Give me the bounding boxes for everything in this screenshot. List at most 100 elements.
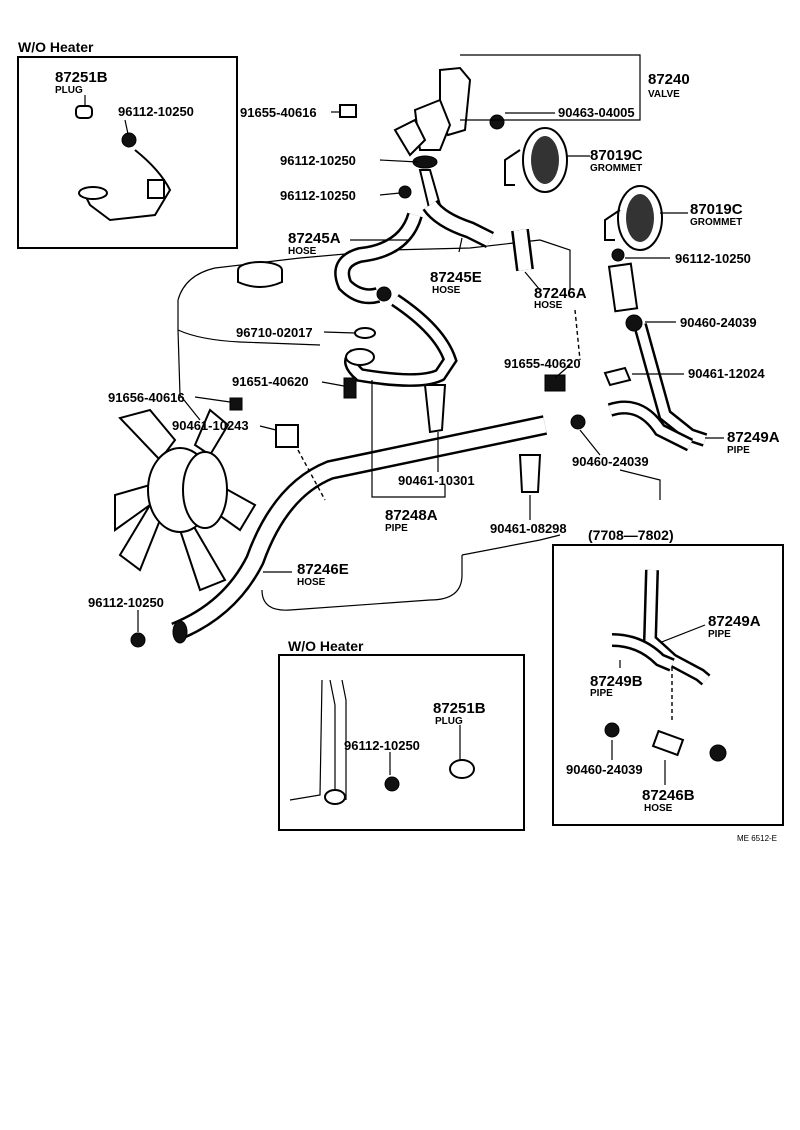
label-hose-a: HOSE — [288, 246, 317, 257]
pipe-87248A-fill — [346, 296, 455, 385]
label-96112-d: 96112-10250 — [675, 251, 751, 266]
label-91655-40616: 91655-40616 — [240, 105, 317, 120]
label-90461-08298: 90461-08298 — [490, 521, 567, 536]
bolt-91651 — [343, 377, 357, 399]
hose-87246B — [651, 729, 685, 757]
pipe-87249B-fill — [611, 635, 674, 670]
title-wo-heater-top: W/O Heater — [18, 39, 94, 55]
label-87248A: 87248A — [385, 507, 438, 524]
title-wo-heater-bottom: W/O Heater — [288, 638, 364, 654]
label-87251B-a: 87251B — [55, 69, 108, 86]
plug-87251B-b — [449, 759, 475, 779]
bracket-top-left — [147, 179, 165, 199]
hose-87246A-fill — [513, 229, 532, 271]
hose-87246E-end — [172, 620, 188, 644]
label-96112-c: 96112-10250 — [280, 188, 356, 203]
label-91651-40620: 91651-40620 — [232, 374, 309, 389]
label-pipe-249a-b: PIPE — [708, 629, 731, 640]
label-90461-10243: 90461-10243 — [172, 418, 249, 433]
label-96112-f: 96112-10250 — [344, 738, 420, 753]
label-96710-02017: 96710-02017 — [236, 325, 313, 340]
clamp-90460-a — [625, 314, 643, 332]
reservoir-cap-body — [237, 270, 283, 288]
box-date-range — [552, 544, 784, 826]
label-90461-10301: 90461-10301 — [398, 473, 475, 488]
label-90460-a: 90460-24039 — [680, 315, 757, 330]
radiator-side-bottom — [289, 679, 347, 801]
dash-connector-a — [297, 449, 326, 501]
label-87240: 87240 — [648, 71, 690, 88]
radiator-bottom-right — [461, 534, 561, 556]
label-90463-04005: 90463-04005 — [558, 105, 635, 120]
label-valve: VALVE — [648, 89, 680, 100]
reference-code: ME 6512-E — [737, 834, 777, 843]
box-wo-heater-bottom — [278, 654, 525, 831]
label-87249A-a: 87249A — [727, 429, 780, 446]
box-wo-heater-top — [17, 56, 238, 249]
clamp-90460-c — [604, 722, 620, 738]
label-90460-b: 90460-24039 — [572, 454, 649, 469]
hose-87245A-fill — [336, 213, 421, 302]
label-87249B: 87249B — [590, 673, 643, 690]
label-96112-e: 96112-10250 — [88, 595, 164, 610]
label-87246E: 87246E — [297, 561, 349, 578]
clamp-96112-e — [130, 632, 146, 648]
label-87245E: 87245E — [430, 269, 482, 286]
label-96112-b: 96112-10250 — [280, 153, 356, 168]
pipe-87249A-lower-fill — [608, 403, 693, 450]
clamp-90461-10243 — [275, 424, 299, 448]
label-plug-b: PLUG — [435, 716, 463, 727]
clamp-hose-a — [376, 286, 392, 302]
clamp-96112-a — [121, 132, 137, 148]
label-87249A-b: 87249A — [708, 613, 761, 630]
plug-87251B-a — [75, 105, 93, 119]
flange-top-left — [78, 186, 108, 200]
radiator-front-edge — [177, 329, 321, 346]
radiator-right-lower — [619, 469, 661, 500]
dash-connector-b — [574, 309, 581, 361]
label-87251B-b: 87251B — [433, 700, 486, 717]
clip-90461-12024 — [603, 366, 632, 387]
grommet-87019C-a — [504, 127, 568, 193]
label-87246B: 87246B — [642, 787, 695, 804]
radiator-right-edge — [539, 239, 571, 290]
label-91655-40620: 91655-40620 — [504, 356, 581, 371]
cooling-fan — [114, 408, 257, 592]
clamp-90461-08298 — [518, 454, 542, 493]
radiator-left-edge — [177, 329, 201, 421]
label-hose-246a: HOSE — [534, 300, 563, 311]
grommet-87019C-b — [604, 185, 663, 251]
label-90460-c: 90460-24039 — [566, 762, 643, 777]
label-96112-a: 96112-10250 — [118, 104, 194, 119]
bolt-91655-b — [544, 374, 566, 392]
clamp-96112-d — [611, 248, 625, 262]
label-grommet-a: GROMMET — [590, 163, 642, 174]
pipe-87249A-fill — [635, 323, 707, 445]
label-date-range: (7708—7802) — [588, 527, 674, 543]
label-pipe-248a: PIPE — [385, 523, 408, 534]
leader-lines — [84, 54, 724, 785]
label-pipe-249a: PIPE — [727, 445, 750, 456]
label-87019C-a: 87019C — [590, 147, 643, 164]
drain-bottom — [324, 789, 346, 805]
label-91656-40616: 91656-40616 — [108, 390, 185, 405]
heater-pipe-top-left — [83, 149, 172, 222]
hose-87245E-fill — [424, 201, 493, 246]
hose-87246A-right — [607, 262, 639, 313]
hose-87246E-fill — [172, 417, 547, 639]
clamp-90461-10301 — [423, 384, 447, 434]
gasket-96710 — [354, 327, 376, 339]
label-87245A: 87245A — [288, 230, 341, 247]
label-hose-246b: HOSE — [644, 803, 673, 814]
bolt-91655-a — [339, 104, 357, 118]
flange-mid — [345, 348, 375, 366]
label-plug-a: PLUG — [55, 85, 83, 96]
radiator-bottom-edge — [261, 555, 463, 611]
label-hose-e: HOSE — [432, 285, 461, 296]
label-90461-12024: 90461-12024 — [688, 366, 765, 381]
label-hose-246e: HOSE — [297, 577, 326, 588]
clip-90463 — [489, 114, 505, 130]
label-87019C-b: 87019C — [690, 201, 743, 218]
